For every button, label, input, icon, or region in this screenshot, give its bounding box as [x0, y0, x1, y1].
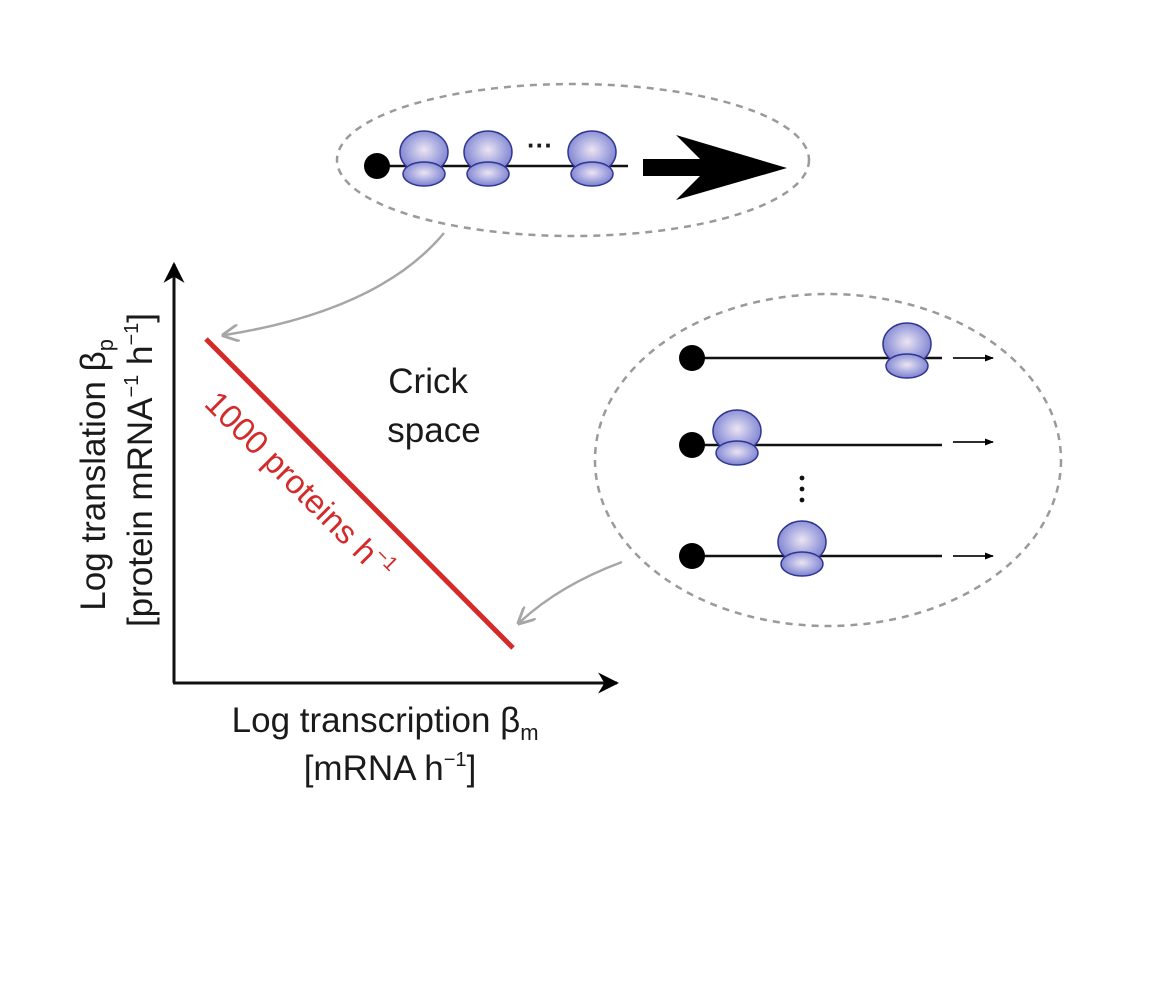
- mrna-cap-icon: [364, 153, 390, 179]
- ribosome-icon: [777, 520, 827, 577]
- connector-arrow-top: [225, 232, 445, 335]
- dashed-ellipse: [593, 292, 1063, 628]
- vertical-ellipsis: [799, 475, 805, 503]
- large-output-arrow-icon: [643, 135, 787, 200]
- ribosome-icon: [712, 409, 762, 466]
- mrna-row: [679, 520, 994, 577]
- ellipsis: ···: [527, 130, 553, 160]
- mrna-cap-icon: [679, 543, 705, 569]
- crick-space-label: Crick space: [387, 362, 480, 450]
- dashed-ellipse: [335, 82, 811, 238]
- mrna-cap-icon: [679, 432, 705, 458]
- isoline-label: 1000 proteins h−1: [198, 383, 402, 587]
- x-axis-label: Log transcription βm [mRNA h−1]: [232, 701, 549, 788]
- y-axis-label: Log translation βp [protein mRNA−1 h−1]: [74, 313, 160, 627]
- ribosome-icon: [463, 130, 513, 187]
- mrna-row: [679, 322, 994, 379]
- isoline-1000-proteins: [204, 337, 515, 650]
- ribosome-icon: [567, 130, 617, 187]
- mrna-cap-icon: [679, 345, 705, 371]
- ribosome-icon: [399, 130, 449, 187]
- connector-arrow-right: [520, 560, 623, 622]
- plot-axes: [163, 261, 620, 694]
- mrna-row: [679, 409, 994, 466]
- ribosome-icon: [882, 322, 932, 379]
- inset-high-transcription: [593, 292, 1063, 628]
- inset-high-translation: ···: [335, 82, 811, 238]
